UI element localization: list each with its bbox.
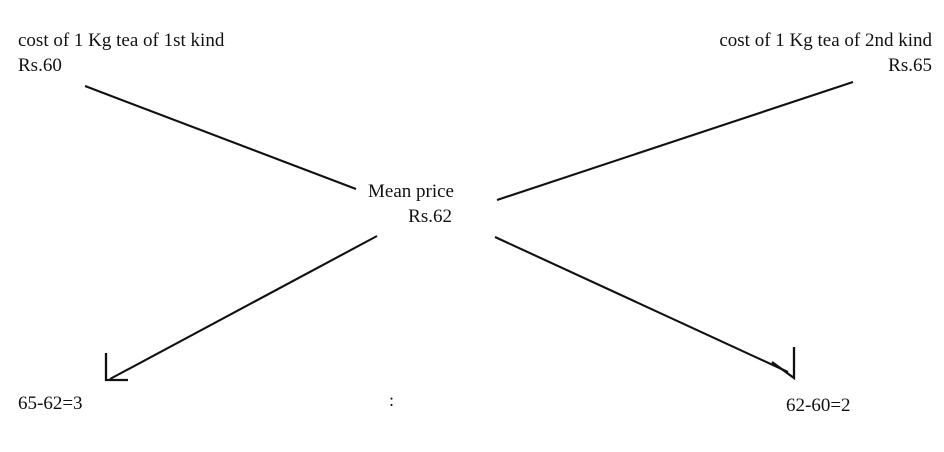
node-first-kind-description: cost of 1 Kg tea of 1st kind	[18, 30, 225, 51]
node-first-kind-price: Rs.60	[18, 55, 62, 76]
connector-first-kind-to-mean	[84, 85, 357, 190]
ratio-separator: :	[389, 390, 395, 410]
node-second-kind-description: cost of 1 Kg tea of 2nd kind	[719, 30, 932, 51]
node-second-kind: cost of 1 Kg tea of 2nd kind Rs.65	[719, 28, 932, 78]
node-mean-price-label: Mean price	[368, 181, 454, 202]
node-left-difference: 65-62=3	[18, 393, 83, 414]
connector-mean-to-right-diff	[494, 236, 789, 373]
node-second-kind-price: Rs.65	[888, 55, 932, 76]
arrowhead-right-icon	[771, 347, 796, 381]
arrowhead-left-icon	[104, 353, 128, 382]
connector-mean-to-left-diff	[109, 235, 378, 380]
node-mean-price-value: Rs.62	[408, 206, 452, 227]
node-first-kind: cost of 1 Kg tea of 1st kind Rs.60	[18, 28, 224, 78]
node-right-difference: 62-60=2	[786, 395, 851, 416]
node-mean-price: Mean price Rs.62	[368, 179, 454, 229]
connector-second-kind-to-mean	[496, 81, 854, 201]
